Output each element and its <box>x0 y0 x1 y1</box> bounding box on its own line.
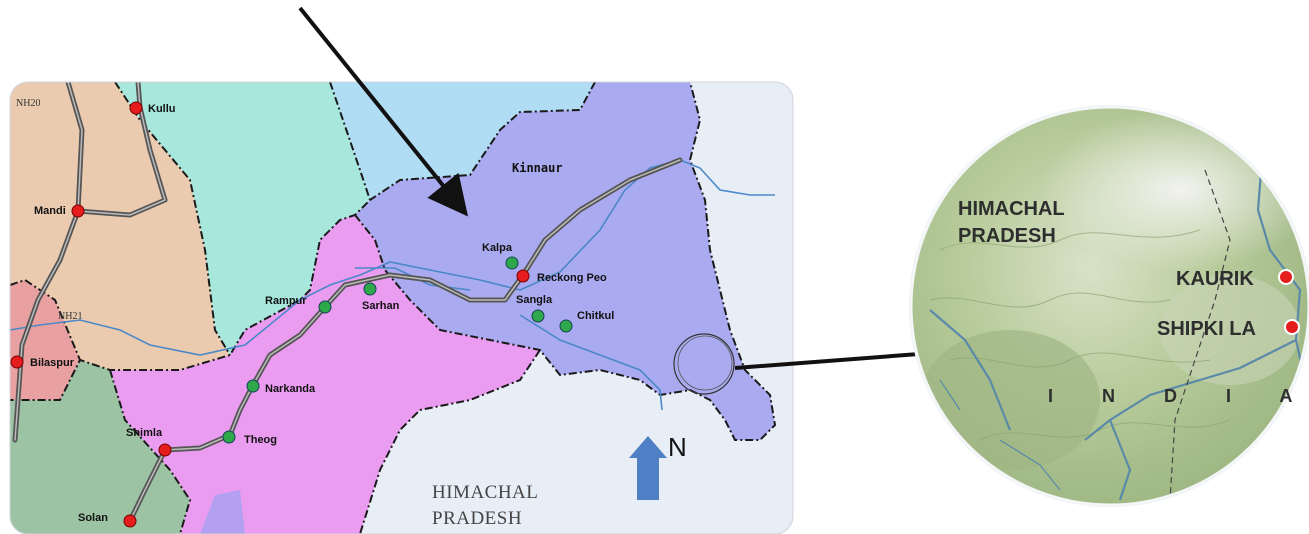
town-label-mandi: Mandi <box>34 205 66 217</box>
inset-label-india: I N D I A <box>1048 386 1309 406</box>
inset-label-pradesh: PRADESH <box>958 225 1056 247</box>
highlight-circle <box>673 333 735 395</box>
district-bilaspur <box>10 280 80 400</box>
state-label-line1: HIMACHAL <box>432 482 538 503</box>
towns-green: Kalpa Rampur Sarhan Sangla Chitkul Narka… <box>222 242 614 446</box>
pointer-arrow-kinnaur <box>298 6 469 217</box>
district-map: NH20 NH21 Kinnaur HIMACHAL PRADESH N Kul… <box>10 82 793 534</box>
north-label: N <box>668 432 687 462</box>
town-marker-kullu <box>129 101 143 115</box>
district-label-kinnaur: Kinnaur <box>512 161 563 175</box>
town-marker-mandi <box>71 204 85 218</box>
road-label-nh21: NH21 <box>58 311 82 322</box>
north-arrow <box>629 436 667 500</box>
inset-marker-kaurik <box>1278 269 1294 285</box>
town-marker-reckong-peo <box>516 269 530 283</box>
town-label-sarhan: Sarhan <box>362 300 400 312</box>
town-marker-bilaspur <box>10 355 24 369</box>
inset-label-shipki-la: SHIPKI LA <box>1157 318 1256 340</box>
town-marker-sarhan <box>363 282 377 296</box>
road-label-nh20: NH20 <box>16 98 40 109</box>
town-label-solan: Solan <box>78 512 108 524</box>
town-marker-narkanda <box>246 379 260 393</box>
town-marker-shimla <box>158 443 172 457</box>
district-sirmaur <box>200 490 245 534</box>
town-label-narkanda: Narkanda <box>265 383 316 395</box>
district-kinnaur <box>355 82 775 440</box>
town-label-sangla: Sangla <box>516 294 553 306</box>
inset-marker-shipki-la <box>1284 319 1300 335</box>
inset-label-kaurik: KAURIK <box>1176 268 1254 290</box>
town-marker-chitkul <box>559 319 573 333</box>
district-shimla <box>110 215 540 534</box>
town-label-shimla: Shimla <box>126 427 163 439</box>
town-label-theog: Theog <box>244 434 277 446</box>
town-marker-solan <box>123 514 137 528</box>
state-label-line2: PRADESH <box>432 508 522 529</box>
towns-red: Kullu Mandi Bilaspur Shimla Solan Reckon… <box>10 101 607 528</box>
district-mandi <box>10 82 230 370</box>
town-label-reckong-peo: Reckong Peo <box>537 272 607 284</box>
town-label-bilaspur: Bilaspur <box>30 357 75 369</box>
inset-label-himachal: HIMACHAL <box>958 198 1065 220</box>
town-marker-sangla <box>531 309 545 323</box>
town-marker-theog <box>222 430 236 444</box>
town-marker-rampur <box>318 300 332 314</box>
town-label-rampur: Rampur <box>265 295 307 307</box>
town-label-chitkul: Chitkul <box>577 310 614 322</box>
highlight-circle-inner <box>677 335 733 391</box>
district-kullu <box>115 82 370 355</box>
inset-circle: HIMACHAL PRADESH KAURIK SHIPKI LA I N D … <box>909 105 1309 507</box>
town-label-kullu: Kullu <box>148 103 176 115</box>
town-marker-kalpa <box>505 256 519 270</box>
town-label-kalpa: Kalpa <box>482 242 513 254</box>
map-frame <box>9 81 794 534</box>
